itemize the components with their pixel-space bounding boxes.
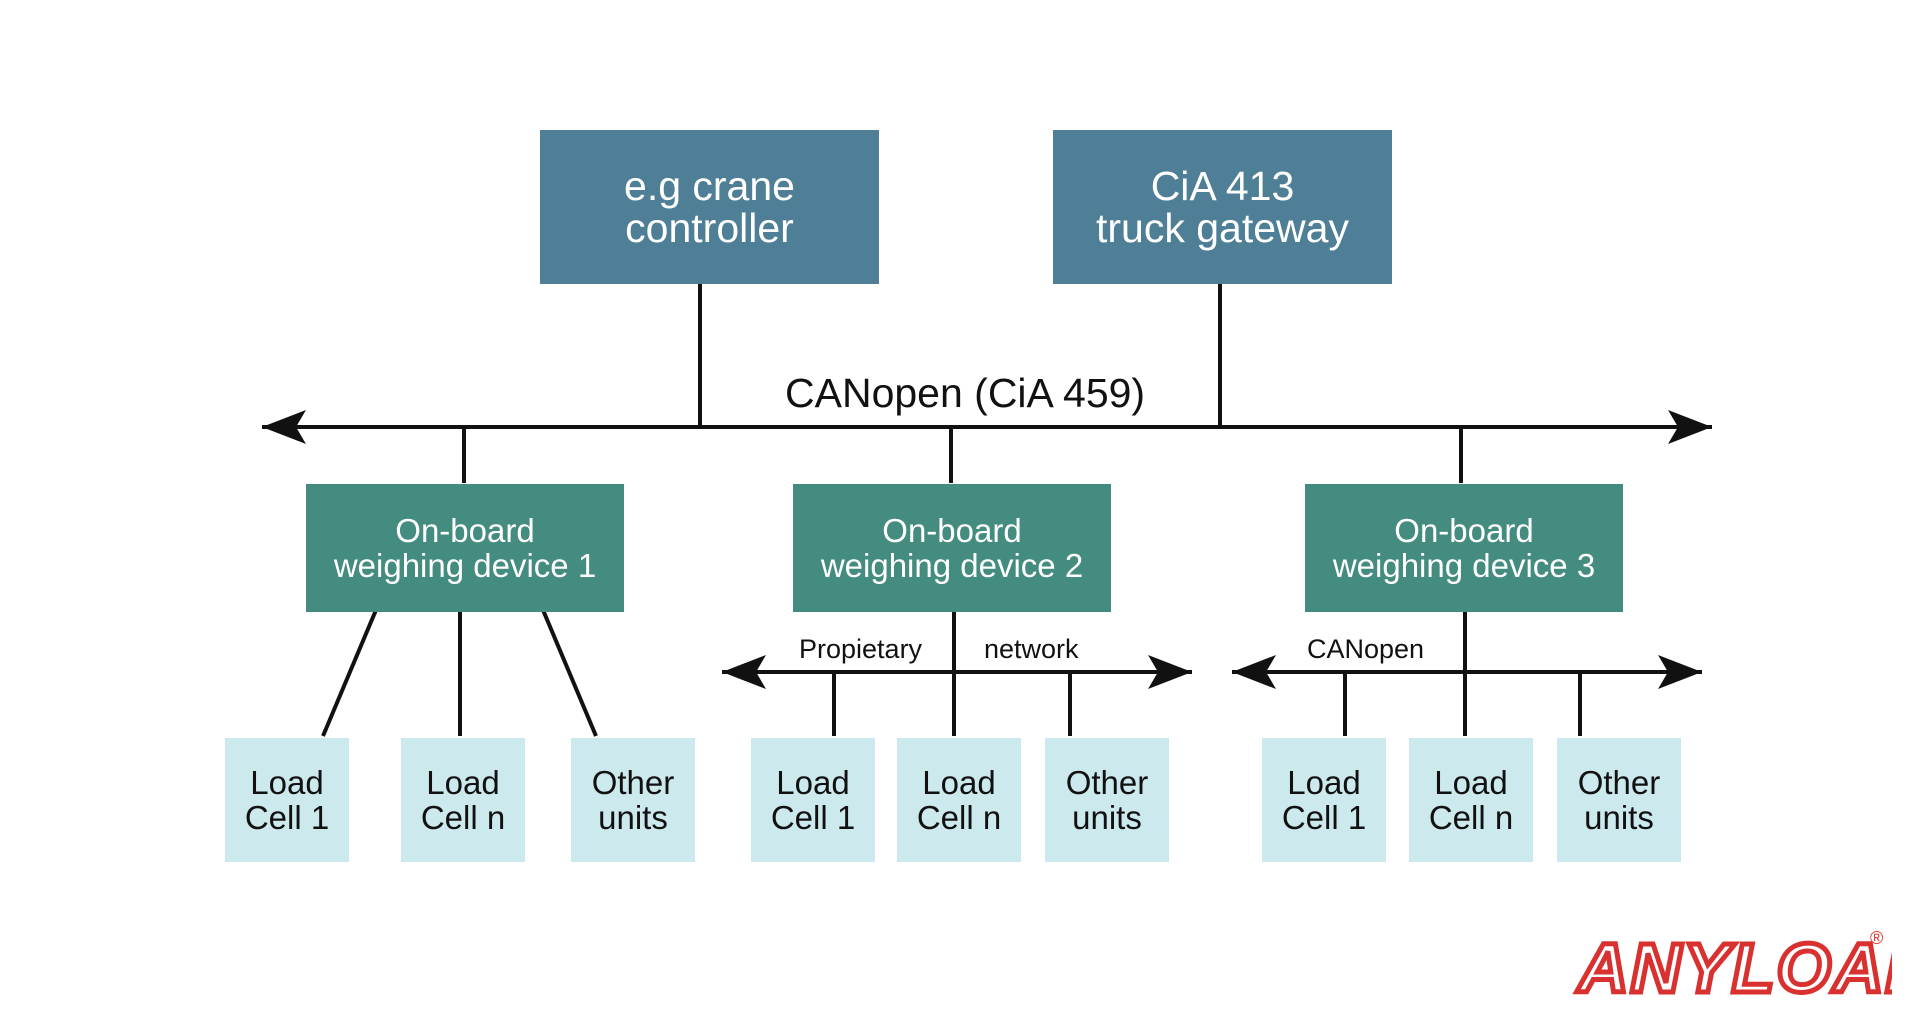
- canopen-bus-title: CANopen (CiA 459): [785, 370, 1146, 416]
- anyload-logo: ANYLOAD ®: [1574, 927, 1893, 1003]
- weighing-device-2-box: On-board weighing device 2: [793, 484, 1111, 612]
- svg-text:ANYLOAD: ANYLOAD: [1576, 929, 1892, 1002]
- weighing-device-1-box: On-board weighing device 1: [306, 484, 624, 612]
- svg-text:®: ®: [1870, 928, 1883, 948]
- other-units-box: Other units: [571, 738, 695, 862]
- other-units-box: Other units: [1045, 738, 1169, 862]
- load-cell-1-box: Load Cell 1: [225, 738, 349, 862]
- load-cell-n-box: Load Cell n: [897, 738, 1021, 862]
- load-cell-1-box: Load Cell 1: [1262, 738, 1386, 862]
- device-1-to-other-units-line: [541, 609, 598, 737]
- device-1-to-load-cell-1-line: [321, 609, 378, 737]
- load-cell-1-box: Load Cell 1: [751, 738, 875, 862]
- proprietary-label: Propietary: [799, 634, 923, 664]
- truck-gateway-box: CiA 413 truck gateway: [1053, 130, 1392, 284]
- crane-controller-box: e.g crane controller: [540, 130, 879, 284]
- load-cell-n-box: Load Cell n: [1409, 738, 1533, 862]
- other-units-box: Other units: [1557, 738, 1681, 862]
- weighing-device-3-box: On-board weighing device 3: [1305, 484, 1623, 612]
- load-cell-n-box: Load Cell n: [401, 738, 525, 862]
- network-label: network: [984, 634, 1079, 664]
- canopen-sub-label: CANopen: [1307, 634, 1425, 664]
